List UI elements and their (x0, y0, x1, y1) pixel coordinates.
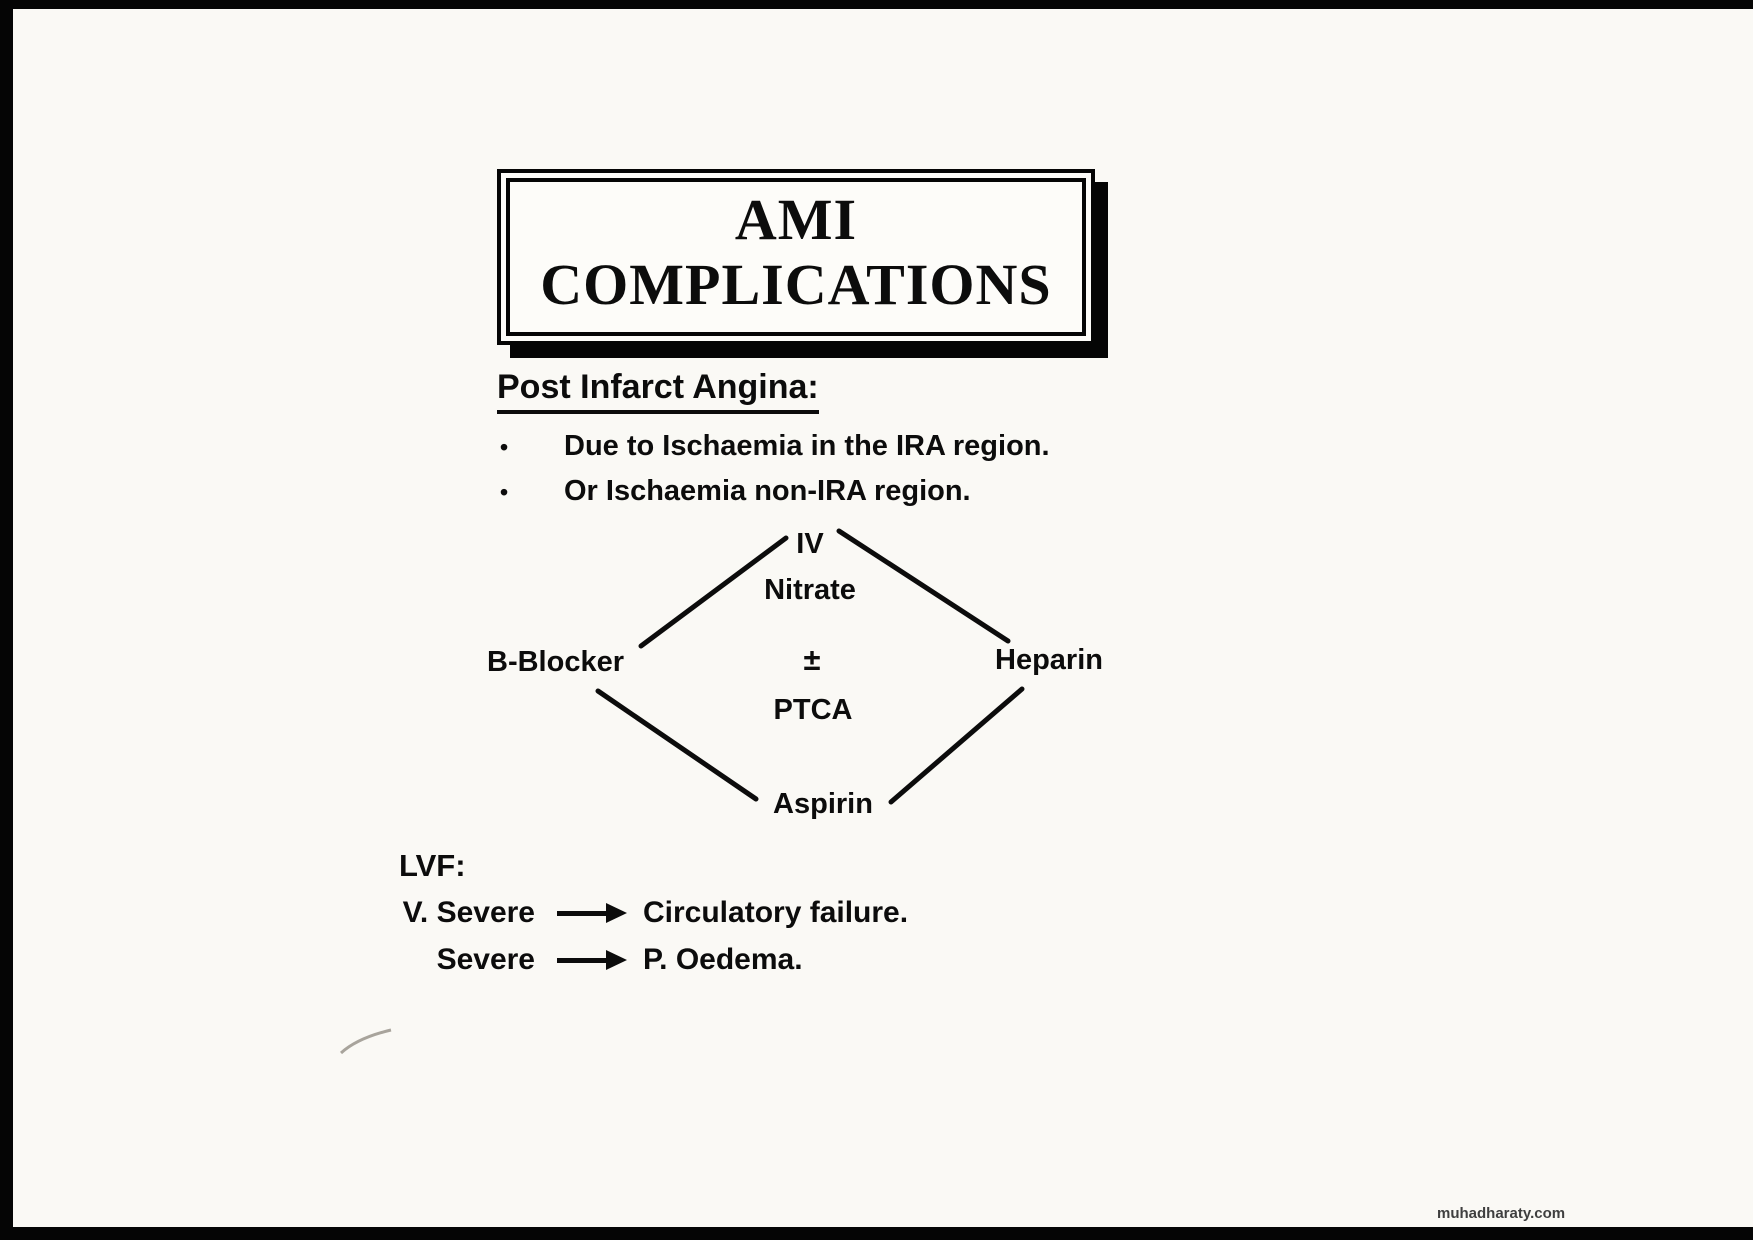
diagram-node-heparin: Heparin (995, 644, 1103, 676)
diagram-node-ptca: PTCA (773, 694, 853, 726)
diagram-node-b-blocker: B-Blocker (487, 646, 624, 678)
watermark: muhadharaty.com (1437, 1205, 1566, 1222)
bullet-icon: • (500, 479, 509, 505)
arrow-shaft (557, 957, 607, 963)
title-box-inner: AMI COMPLICATIONS (506, 178, 1086, 336)
bullet-text: Due to Ischaemia in the IRA region. (564, 430, 1050, 462)
scan-edge-bottom (0, 1227, 1753, 1240)
lvf-row-result: P. Oedema. (643, 943, 803, 976)
bullet-text: Or Ischaemia non-IRA region. (564, 475, 971, 507)
diagram-node-nitrate: Nitrate (764, 574, 856, 606)
lvf-row: Severe P. Oedema. (399, 943, 803, 977)
right-arrow-icon (557, 903, 627, 923)
lvf-heading: LVF: (399, 848, 466, 883)
scan-edge-top (0, 0, 1753, 9)
arrow-head (606, 950, 627, 970)
section-heading-text: Post Infarct Angina: (497, 368, 819, 414)
connector-bblocker-to-aspirin (595, 688, 759, 802)
section-heading: Post Infarct Angina: (497, 368, 819, 414)
lvf-row-label: Severe (436, 943, 535, 976)
lvf-row-label: V. Severe (402, 896, 535, 929)
lvf-row: V. Severe Circulatory failure. (399, 896, 908, 930)
diagram-node-iv: IV (796, 528, 824, 560)
bullet-item: • Due to Ischaemia in the IRA region. (500, 430, 1050, 463)
pencil-mark (339, 1028, 392, 1055)
scan-edge-left (0, 0, 13, 1240)
title-box: AMI COMPLICATIONS (497, 169, 1095, 345)
arrow-shaft (557, 910, 607, 916)
lvf-row-result: Circulatory failure. (643, 896, 909, 929)
connector-heparin-to-aspirin (888, 686, 1025, 805)
title-line-1: AMI (734, 187, 858, 252)
arrow-head (606, 903, 627, 923)
right-arrow-icon (557, 950, 627, 970)
bullet-item: • Or Ischaemia non-IRA region. (500, 475, 971, 508)
title-line-2: COMPLICATIONS (540, 251, 1052, 317)
diagram-node-aspirin: Aspirin (773, 788, 873, 820)
diagram-node-plus-minus: ± (803, 642, 821, 677)
bullet-icon: • (500, 434, 509, 460)
